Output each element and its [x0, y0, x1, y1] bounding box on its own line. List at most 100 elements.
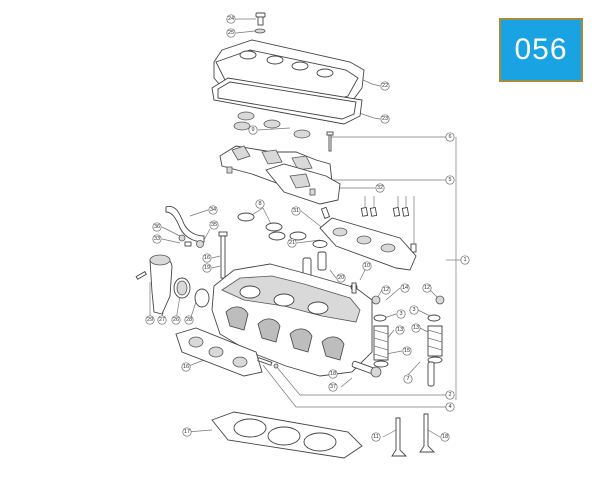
callout-36: 36 — [152, 222, 162, 232]
svg-text:16: 16 — [204, 255, 210, 261]
callout-5: 5 — [445, 175, 455, 185]
callout-18b: 18 — [440, 432, 450, 442]
valves — [391, 413, 436, 457]
svg-text:12: 12 — [424, 285, 430, 291]
cover-bolt — [254, 12, 266, 34]
callout-24: 24 — [226, 14, 236, 24]
cylinder-head — [211, 263, 373, 377]
callout-22: 22 — [380, 81, 390, 91]
callout-15: 15 — [402, 346, 412, 356]
svg-text:8: 8 — [258, 201, 261, 207]
exhaust-gasket — [175, 327, 263, 377]
callout-18a: 18 — [328, 369, 338, 379]
callout-16b: 16 — [181, 362, 191, 372]
svg-text:32: 32 — [377, 185, 383, 191]
svg-text:21: 21 — [289, 240, 295, 246]
svg-text:7: 7 — [406, 376, 409, 382]
svg-text:31: 31 — [293, 208, 299, 214]
svg-text:24: 24 — [228, 16, 234, 22]
svg-text:17: 17 — [184, 429, 190, 435]
svg-text:25: 25 — [228, 30, 234, 36]
callout-12a: 12 — [381, 285, 391, 295]
callout-11: 11 — [371, 432, 381, 442]
svg-text:34: 34 — [210, 207, 216, 213]
svg-text:3: 3 — [412, 307, 415, 313]
callout-13b: 13 — [411, 323, 421, 333]
callout-25: 25 — [226, 28, 236, 38]
svg-text:20: 20 — [338, 275, 344, 281]
callout-19: 19 — [202, 263, 212, 273]
head-gasket — [211, 411, 363, 459]
callout-32: 32 — [375, 183, 385, 193]
callout-14: 14 — [400, 283, 410, 293]
callout-28: 28 — [184, 315, 194, 325]
callout-1: 1 — [460, 255, 470, 265]
diagram-code-badge: 056 — [499, 18, 583, 82]
callout-6: 6 — [445, 132, 455, 142]
callout-23: 23 — [380, 114, 390, 124]
svg-text:28: 28 — [186, 317, 192, 323]
svg-text:36: 36 — [154, 224, 160, 230]
thermostat-housing — [135, 254, 210, 315]
camshaft-carriers — [219, 145, 341, 205]
svg-text:11: 11 — [373, 434, 379, 440]
callout-9: 9 — [248, 125, 258, 135]
svg-text:12: 12 — [383, 287, 389, 293]
callout-2: 2 — [445, 390, 455, 400]
long-bolt — [218, 231, 228, 279]
callout-21: 21 — [287, 238, 297, 248]
svg-text:29: 29 — [147, 317, 153, 323]
callout-16: 16 — [202, 253, 212, 263]
svg-text:16: 16 — [183, 364, 189, 370]
svg-text:27: 27 — [159, 317, 165, 323]
svg-text:22: 22 — [382, 83, 388, 89]
plug-seals — [233, 111, 311, 139]
callout-26: 26 — [171, 315, 181, 325]
o-rings — [237, 212, 328, 248]
cam-gasket-plate — [319, 217, 417, 271]
callout-33: 33 — [152, 234, 162, 244]
svg-text:19: 19 — [204, 265, 210, 271]
svg-text:3: 3 — [399, 311, 402, 317]
valve-train — [351, 295, 445, 387]
callout-31: 31 — [291, 206, 301, 216]
dowel-pins — [320, 206, 417, 253]
cover-gasket — [211, 77, 363, 125]
svg-text:10: 10 — [364, 263, 370, 269]
svg-text:2: 2 — [448, 392, 451, 398]
water-hose — [165, 206, 205, 248]
svg-text:37: 37 — [330, 384, 336, 390]
svg-text:1: 1 — [463, 257, 466, 263]
svg-text:15: 15 — [404, 348, 410, 354]
svg-text:9: 9 — [251, 127, 254, 133]
callout-12b: 12 — [422, 283, 432, 293]
svg-text:35: 35 — [211, 222, 217, 228]
diagram-code: 056 — [514, 33, 568, 66]
svg-text:14: 14 — [402, 285, 408, 291]
svg-text:5: 5 — [448, 177, 451, 183]
cam-bolt — [326, 131, 334, 152]
callout-3a: 3 — [396, 309, 406, 319]
svg-text:4: 4 — [448, 404, 451, 410]
callout-20: 20 — [336, 273, 346, 283]
svg-text:18: 18 — [442, 434, 448, 440]
callout-10: 10 — [362, 261, 372, 271]
svg-text:13: 13 — [397, 327, 403, 333]
callout-27: 27 — [157, 315, 167, 325]
callout-35: 35 — [209, 220, 219, 230]
callout-29: 29 — [145, 315, 155, 325]
svg-text:13: 13 — [413, 325, 419, 331]
studs — [257, 357, 279, 369]
svg-text:26: 26 — [173, 317, 179, 323]
callout-8: 8 — [255, 199, 265, 209]
callout-34: 34 — [208, 205, 218, 215]
callout-37: 37 — [328, 382, 338, 392]
callout-3b: 3 — [409, 305, 419, 315]
svg-text:33: 33 — [154, 236, 160, 242]
callout-4: 4 — [445, 402, 455, 412]
svg-text:18: 18 — [330, 371, 336, 377]
callout-7: 7 — [403, 374, 413, 384]
svg-text:23: 23 — [382, 116, 388, 122]
svg-text:6: 6 — [448, 134, 451, 140]
